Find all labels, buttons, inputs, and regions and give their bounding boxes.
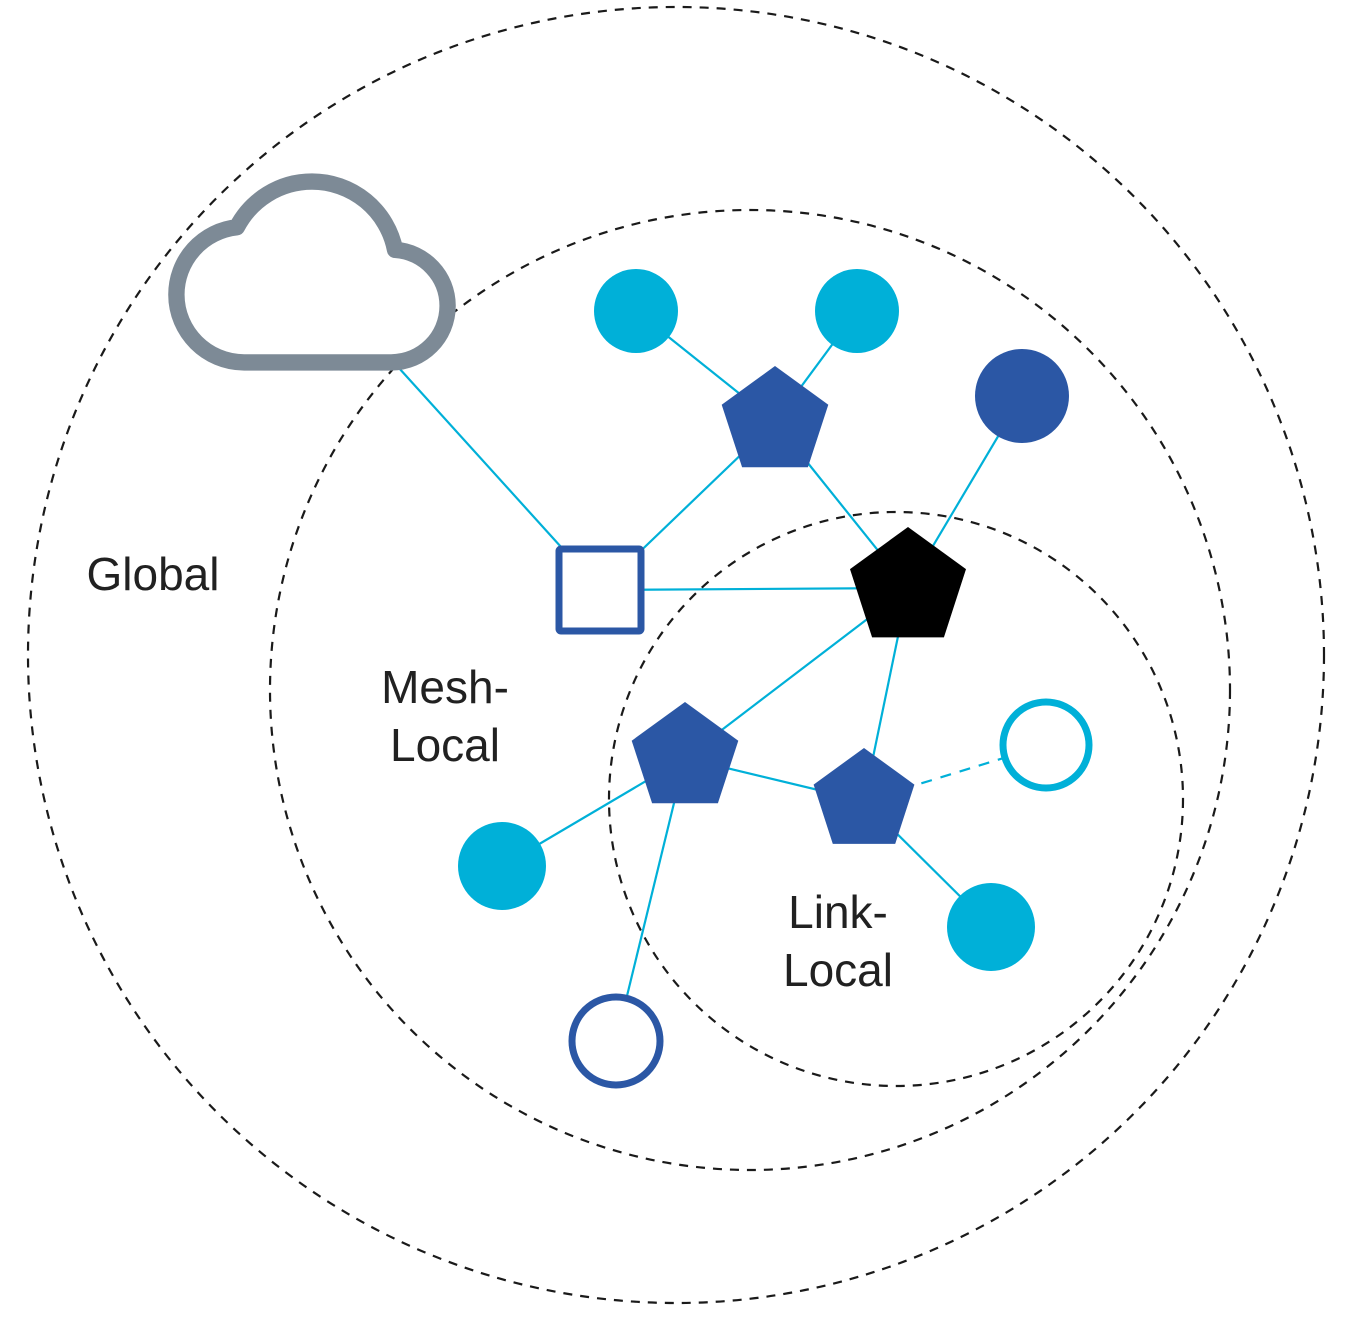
scope-label-link-local: Link-Local xyxy=(783,886,893,996)
scope-circle-global xyxy=(26,5,1326,1305)
scope-circle-link-local xyxy=(607,510,1185,1088)
scope-label-global: Global xyxy=(87,548,220,600)
border-router-square xyxy=(555,545,645,635)
scope-label-mesh-local: Mesh-Local xyxy=(381,661,509,771)
router-pentagon-top xyxy=(721,366,829,468)
router-pentagon-right xyxy=(813,748,915,844)
end-device-circle xyxy=(458,822,546,910)
outline-device-circle-blue xyxy=(568,993,664,1089)
outline-device-circle-cyan xyxy=(999,698,1093,792)
end-device-circle xyxy=(815,269,899,353)
end-device-circle xyxy=(947,883,1035,971)
scope-circle-mesh-local xyxy=(268,208,1232,1172)
edge-router-center-sed xyxy=(614,757,687,1042)
end-device-circle xyxy=(594,269,678,353)
router-pentagon-center xyxy=(631,702,739,804)
full-end-device-circle xyxy=(975,349,1069,443)
leader-pentagon xyxy=(850,527,966,638)
internet-cloud-icon xyxy=(168,173,456,371)
